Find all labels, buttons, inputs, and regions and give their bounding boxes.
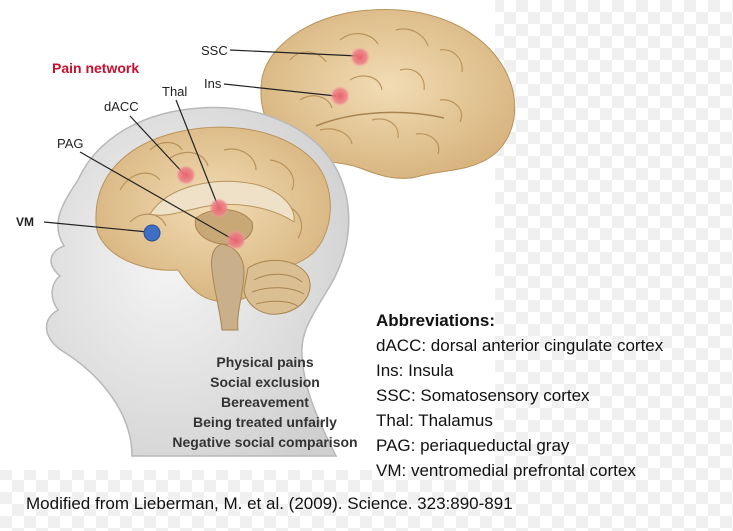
brainstem	[211, 243, 245, 331]
marker-ins	[330, 86, 350, 106]
abbreviation-item: Ins: Insula	[376, 361, 454, 380]
pointer-vm	[43, 221, 149, 233]
label-thal: Thal	[162, 84, 188, 99]
abbreviation-item: Thal: Thalamus	[376, 411, 493, 430]
abbreviation-item: VM: ventromedial prefrontal cortex	[376, 461, 636, 480]
cause-item: Bereavement	[221, 394, 309, 410]
abbreviation-item: SSC: Somatosensory cortex	[376, 386, 590, 405]
pointer-dacc	[129, 115, 185, 175]
cause-item: Being treated unfairly	[193, 414, 337, 430]
marker-vm	[143, 224, 161, 242]
cause-item: Social exclusion	[210, 374, 320, 390]
abbreviation-item: PAG: periaqueductal gray	[376, 436, 570, 455]
marker-pag	[226, 230, 246, 250]
temporal-lobe-line	[315, 111, 445, 127]
label-ssc: SSC	[201, 43, 228, 58]
pointer-ssc	[229, 49, 359, 57]
label-pag: PAG	[57, 136, 84, 151]
abbreviations-heading: Abbreviations:	[376, 311, 496, 330]
abbreviation-item: dACC: dorsal anterior cingulate cortex	[376, 336, 664, 355]
pointer-pag	[79, 151, 235, 241]
citation: Modified from Lieberman, M. et al. (2009…	[26, 494, 513, 513]
causes-list: Physical pains Social exclusion Bereavem…	[160, 352, 370, 452]
label-ins: Ins	[204, 76, 222, 91]
cerebellum-folds	[251, 273, 305, 307]
label-dacc: dACC	[104, 99, 139, 114]
label-vm: VM	[16, 215, 34, 229]
pointer-ins	[223, 83, 337, 97]
marker-thal	[209, 198, 229, 218]
cause-item: Negative social comparison	[172, 434, 358, 450]
marker-ssc	[350, 47, 370, 67]
cause-item: Physical pains	[216, 354, 314, 370]
marker-dacc	[176, 165, 196, 185]
diagram-title: Pain network	[52, 60, 140, 76]
pointer-thal	[175, 99, 219, 207]
lateral-brain-gyri	[289, 28, 463, 155]
abbreviations-panel: Abbreviations: dACC: dorsal anterior cin…	[376, 308, 663, 483]
